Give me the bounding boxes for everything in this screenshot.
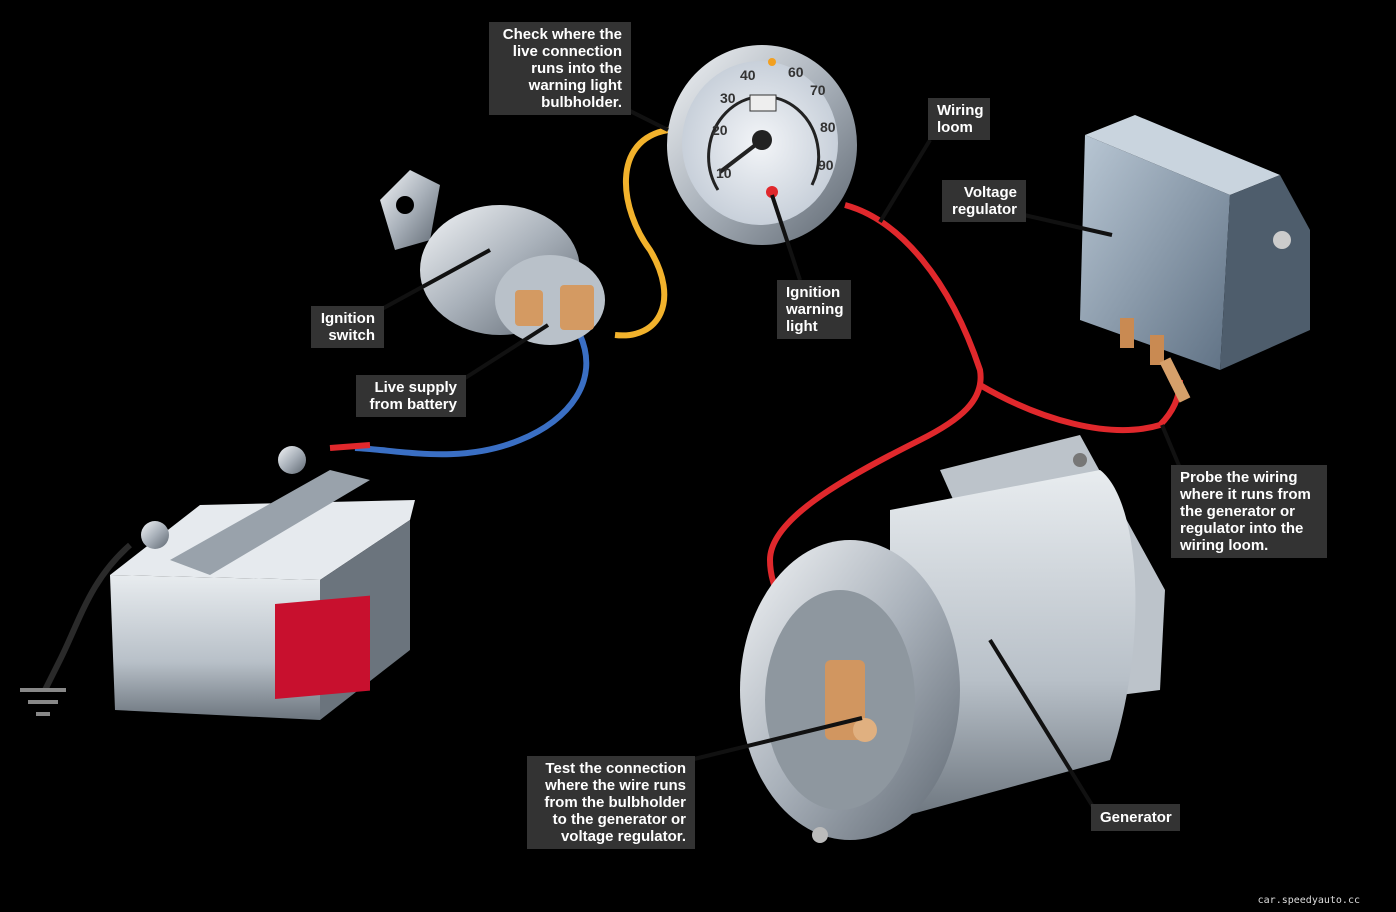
gauge-number: 40 (740, 67, 756, 83)
blue-wire (354, 333, 590, 458)
voltage-regulator (1080, 115, 1310, 403)
label-generator: Generator (1091, 804, 1180, 831)
yellow-wire (614, 127, 669, 339)
gauge-number: 20 (712, 122, 728, 138)
ignition-switch (380, 170, 605, 345)
ground-wire (42, 542, 132, 692)
gauge-number: 80 (820, 119, 836, 135)
label-probe-wiring: Probe the wiring where it runs from the … (1171, 465, 1327, 558)
ground-symbol (20, 688, 66, 716)
label-ignition-warning-light: Ignition warning light (777, 280, 851, 339)
gauge-number: 10 (716, 165, 732, 181)
gauge-number: 90 (818, 157, 834, 173)
gauge-number: 70 (810, 82, 826, 98)
battery (110, 446, 415, 720)
gauge-number: 60 (788, 64, 804, 80)
leader-lines (379, 108, 1182, 812)
battery-red-lead (329, 442, 371, 451)
label-test-connection: Test the connection where the wire runs … (527, 756, 695, 849)
speedometer: 10 20 30 40 60 70 80 90 (667, 45, 857, 245)
label-ignition-switch: Ignition switch (311, 306, 384, 348)
label-voltage-regulator: Voltage regulator (942, 180, 1026, 222)
watermark: car.speedyauto.cc (1257, 895, 1360, 906)
label-bulbholder: Check where the live connection runs int… (489, 22, 631, 115)
generator (740, 435, 1165, 843)
label-wiring-loom: Wiring loom (928, 98, 990, 140)
gauge-number: 30 (720, 90, 736, 106)
red-wire-regulator (978, 379, 1183, 434)
label-live-supply: Live supply from battery (356, 375, 466, 417)
